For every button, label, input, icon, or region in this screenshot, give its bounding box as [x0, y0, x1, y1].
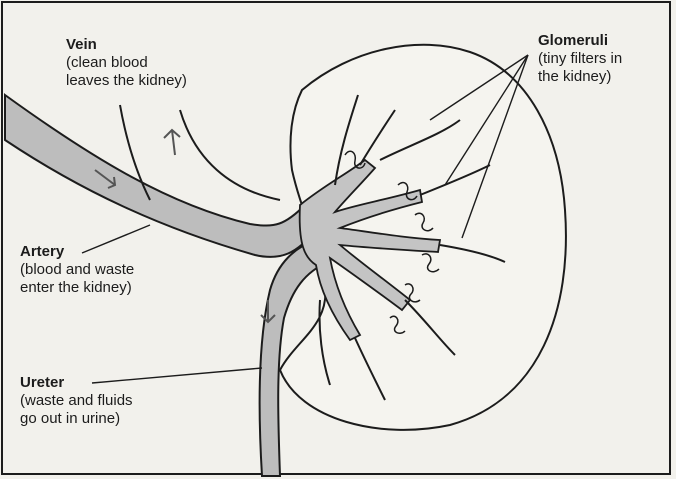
artery-label: Artery (blood and waste enter the kidney…: [20, 243, 134, 297]
glomeruli-desc-line: the kidney): [538, 68, 622, 86]
vein-desc-line: (clean blood: [66, 54, 187, 72]
vein-title: Vein: [66, 36, 187, 54]
vein-label: Vein (clean blood leaves the kidney): [66, 36, 187, 90]
glomeruli-desc-line: (tiny filters in: [538, 50, 622, 68]
vein-line-lower: [180, 110, 280, 200]
artery-vessel: [5, 95, 320, 257]
ureter-label: Ureter (waste and fluids go out in urine…: [20, 374, 133, 428]
ureter-desc-line: go out in urine): [20, 410, 133, 428]
glomeruli-title: Glomeruli: [538, 32, 622, 50]
artery-desc-line: (blood and waste: [20, 261, 134, 279]
vein-desc-line: leaves the kidney): [66, 72, 187, 90]
ureter-desc-line: (waste and fluids: [20, 392, 133, 410]
artery-desc-line: enter the kidney): [20, 279, 134, 297]
arrow-vein-up: [164, 130, 180, 155]
artery-title: Artery: [20, 243, 134, 261]
glomeruli-label: Glomeruli (tiny filters in the kidney): [538, 32, 622, 86]
ureter-title: Ureter: [20, 374, 133, 392]
